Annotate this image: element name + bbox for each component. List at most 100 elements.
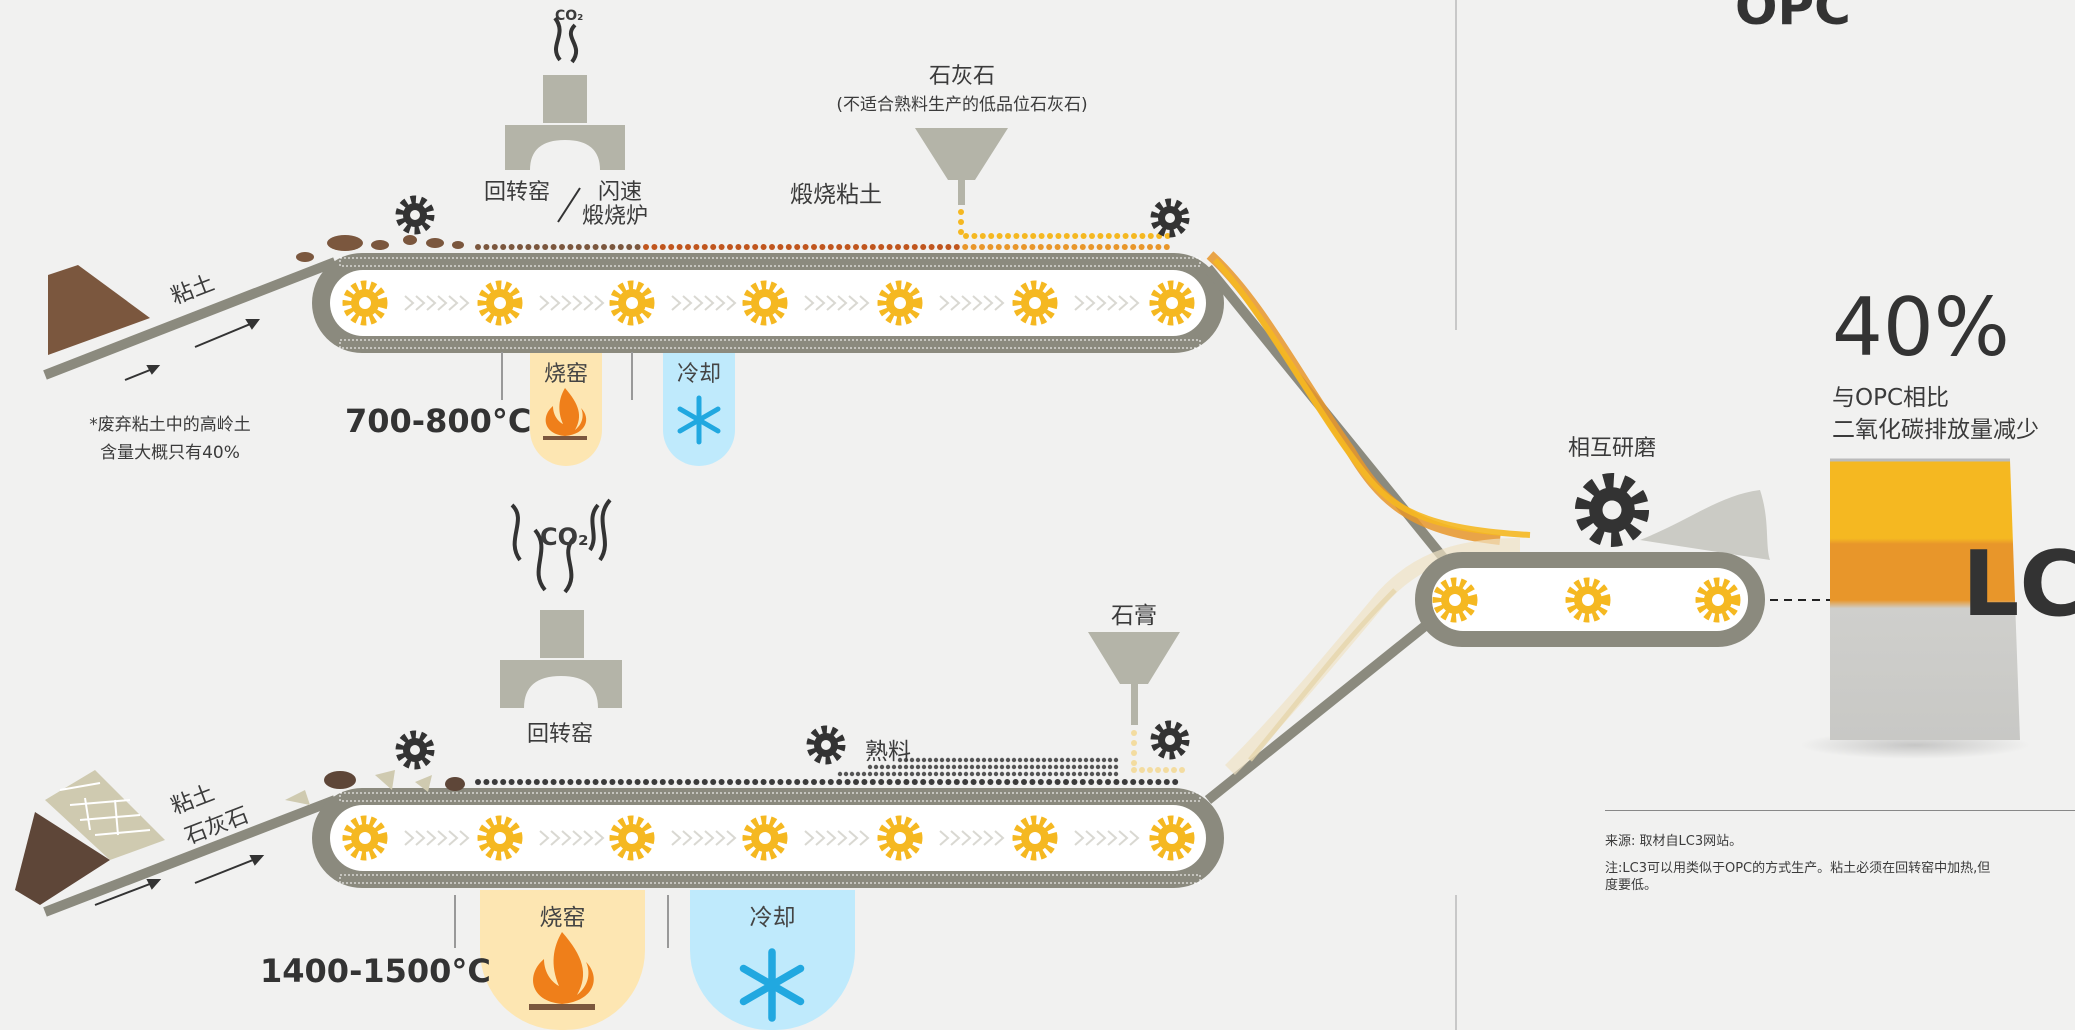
clinker-pile-dot <box>909 771 915 777</box>
clinker-pile-dot <box>1035 757 1041 763</box>
gypsum-dot <box>1155 767 1161 773</box>
clinker-dot <box>651 779 658 785</box>
material-dot <box>853 244 859 250</box>
clinker-dot <box>483 779 490 785</box>
material-dot <box>1012 244 1019 250</box>
clinker-pile-dot <box>1029 771 1035 777</box>
clinker-pile-dot <box>975 771 981 777</box>
clinker-dot <box>617 779 624 785</box>
clinker-pile-dot <box>969 757 975 763</box>
bottom-right-gear-icon <box>1155 725 1185 755</box>
clinker-pile-dot <box>1059 757 1065 763</box>
clinker-pile-dot <box>1011 771 1017 777</box>
clinker-pile-dot <box>1083 764 1089 770</box>
limestone-dot <box>971 233 978 239</box>
clinker-pile-dot <box>1083 771 1089 777</box>
clinker-dot <box>1004 779 1011 785</box>
clinker-dot <box>508 779 515 785</box>
clinker-pile-dot <box>975 757 981 763</box>
limestone-dot <box>1013 233 1020 239</box>
clinker-dot <box>475 779 481 785</box>
material-dot <box>676 244 683 250</box>
clinker-dot <box>1021 779 1027 785</box>
top-flame-icon <box>543 388 587 440</box>
clinker-dot <box>869 779 876 785</box>
limestone-dot <box>1139 233 1146 239</box>
material-dot <box>668 244 675 250</box>
bottom-co2-label: CO₂ <box>540 523 589 551</box>
clinker-dot <box>533 779 540 785</box>
clinker-pile-dot <box>969 771 975 777</box>
top-kiln-a-label: 回转窑 <box>484 180 551 205</box>
top-snowflake-icon <box>677 395 721 445</box>
bottom-limestone-pile <box>45 770 165 860</box>
bottom-ramp-arrows <box>94 855 265 906</box>
material-dot <box>979 244 985 250</box>
material-dot <box>592 244 599 250</box>
clinker-pile-dot <box>1113 771 1119 777</box>
clinker-dot <box>609 779 616 785</box>
material-dot <box>1155 244 1162 250</box>
material-dot <box>1147 244 1153 250</box>
clinker-pile-dot <box>939 771 945 777</box>
material-dot <box>1063 244 1069 250</box>
clinker-pile-dot <box>885 764 891 770</box>
limestone-dot <box>1131 233 1137 239</box>
bottom-clay-pile <box>15 812 110 905</box>
clinker-dot <box>769 779 775 785</box>
clinker-dot <box>995 779 1002 785</box>
material-dot <box>626 244 633 250</box>
clinker-pile-dot <box>891 764 897 770</box>
clinker-dot <box>1037 779 1044 785</box>
clinker-pile-dot <box>1059 771 1065 777</box>
clinker-pile-dot <box>915 764 921 770</box>
clinker-dot <box>1113 779 1120 785</box>
clinker-pile-dot <box>957 771 963 777</box>
clinker-dot <box>861 779 868 785</box>
top-feed-ramp <box>43 257 337 380</box>
material-dot <box>878 244 885 250</box>
reduction-line-1: 与OPC相比 <box>1832 385 1950 411</box>
clinker-dot <box>626 779 633 785</box>
clinker-dot <box>1046 779 1053 785</box>
clinker-dot <box>752 779 759 785</box>
clinker-pile-dot <box>1065 764 1071 770</box>
clinker-pile-dot <box>897 771 903 777</box>
material-dot <box>718 244 725 250</box>
clinker-dot <box>643 779 649 785</box>
top-kiln-label: 烧窑 <box>543 362 588 387</box>
clinker-pile-dot <box>861 771 867 777</box>
clinker-pile-dot <box>1083 757 1089 763</box>
clinker-dot <box>1071 779 1078 785</box>
clinker-gear-icon <box>811 730 841 760</box>
top-clay-chunks <box>296 235 464 262</box>
clinker-pile-dot <box>915 771 921 777</box>
footnote-line-1: *废弃粘土中的高岭土 <box>89 415 251 435</box>
clinker-pile-dot <box>1023 764 1029 770</box>
clinker-pile-dot <box>939 764 945 770</box>
clinker-dot <box>517 779 523 785</box>
clinker-dot <box>584 779 591 785</box>
clinker-pile-dot <box>873 764 879 770</box>
material-dot <box>911 244 918 250</box>
clinker-dot <box>794 779 801 785</box>
clinker-dot <box>979 779 985 785</box>
clinker-pile-dot <box>957 764 963 770</box>
material-dot <box>945 244 952 250</box>
clinker-dot <box>953 779 960 785</box>
clinker-pile-dot <box>915 757 921 763</box>
clinker-dot <box>802 779 809 785</box>
clinker-pile-dot <box>1065 757 1071 763</box>
clinker-pile-dot <box>957 757 963 763</box>
calcined-clay-label: 煅烧粘土 <box>790 182 882 208</box>
material-dot <box>1004 244 1011 250</box>
limestone-drop <box>958 209 964 235</box>
clinker-pile-dot <box>1113 757 1119 763</box>
clinker-pile-dot <box>993 764 999 770</box>
material-dot <box>802 244 809 250</box>
clinker-dot <box>987 779 994 785</box>
clinker-pile-dot <box>1035 771 1041 777</box>
material-dot <box>735 244 742 250</box>
clinker-dot <box>911 779 918 785</box>
gypsum-dot <box>1147 767 1153 773</box>
